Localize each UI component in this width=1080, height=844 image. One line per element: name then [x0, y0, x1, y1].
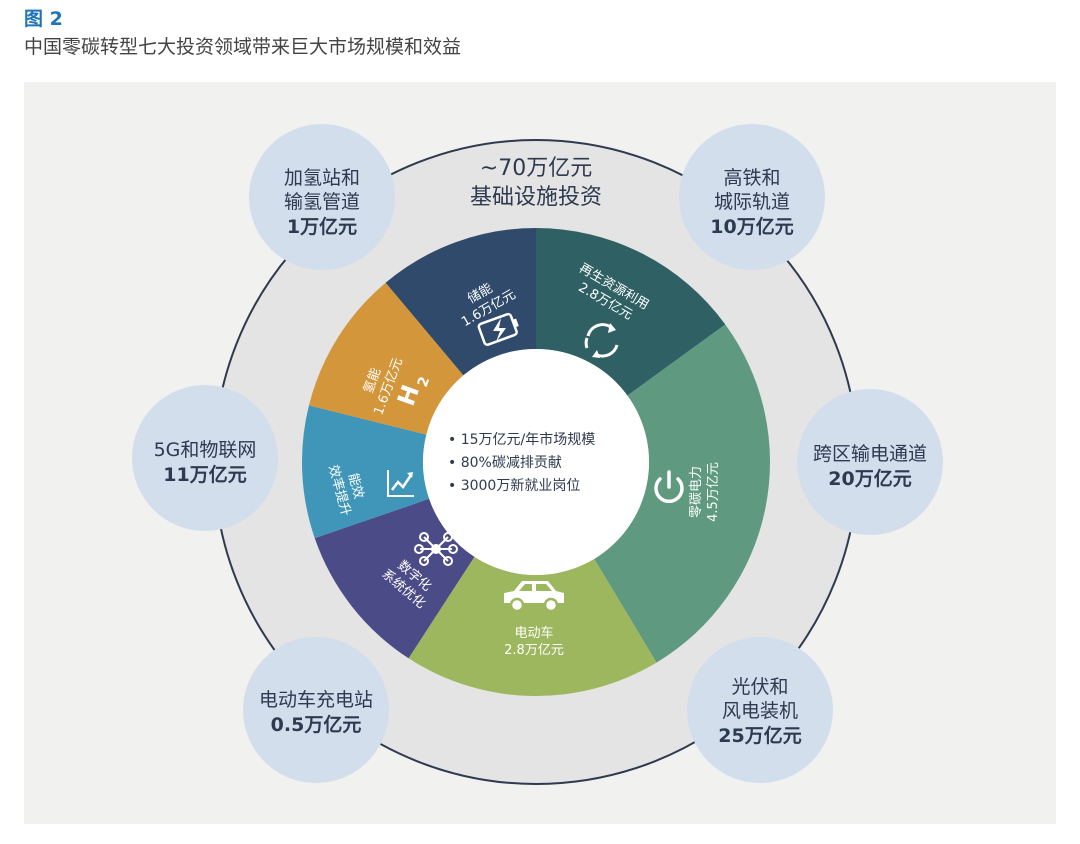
center-bullet-1: • 15万亿元/年市场规模	[448, 431, 595, 448]
investment-diagram: ~70万亿元 基础设施投资 • 15万亿元/年市场规模 • 80%碳减排贡献 •…	[132, 124, 943, 785]
segment-value: 4.5万亿元	[706, 462, 721, 522]
bubble-high-speed-rail: 高铁和 城际轨道 10万亿元	[679, 124, 825, 270]
segment-name: 能效	[345, 472, 366, 501]
bubble-value: 1万亿元	[287, 215, 357, 238]
car-icon	[504, 581, 564, 613]
figure-title: 中国零碳转型七大投资领域带来巨大市场规模和效益	[24, 36, 462, 58]
ring-title-line2: 基础设施投资	[470, 185, 602, 210]
bubble-line-1: 5G和物联网	[154, 439, 257, 461]
network-icon	[414, 532, 458, 566]
bubble-line-2: 城际轨道	[714, 191, 790, 213]
bubble-value: 10万亿元	[710, 215, 793, 238]
bubble-value: 20万亿元	[828, 467, 911, 490]
donut-segment-4	[408, 556, 657, 697]
bubble-hydrogen-stations: 加氢站和 输氢管道 1万亿元	[249, 124, 395, 270]
bubble-transmission: 跨区输电通道 20万亿元	[797, 389, 943, 535]
bubble-line-1: 电动车充电站	[259, 689, 373, 711]
donut-segment-2	[536, 228, 726, 396]
segment-ev-value: 2.8万亿元	[504, 643, 564, 658]
bubble-charging-stations: 电动车充电站 0.5万亿元	[243, 637, 389, 783]
trend-chart-icon	[387, 470, 414, 497]
battery-charge-icon	[477, 312, 519, 346]
bubble-5g-iot: 5G和物联网 11万亿元	[132, 385, 278, 531]
segment-ev-name: 电动车	[514, 625, 553, 641]
bubble-line-2: 输氢管道	[284, 191, 360, 213]
donut-segment-5	[314, 498, 475, 659]
bubble-line-2: 风电装机	[722, 700, 798, 722]
bubble-solar-wind: 光伏和 风电装机 25万亿元	[687, 637, 833, 783]
figure-label: 图 2	[24, 8, 63, 30]
ring-title-line1: ~70万亿元	[480, 156, 592, 181]
recycle-icon	[584, 323, 619, 358]
center-bullet-3: • 3000万新就业岗位	[448, 478, 580, 494]
power-icon	[654, 470, 684, 504]
bubble-value: 11万亿元	[163, 463, 246, 486]
bubble-line-1: 高铁和	[723, 167, 780, 189]
segment-power-label: 零碳电力 4.5万亿元	[689, 462, 721, 522]
donut-segment-6	[302, 405, 430, 539]
donut-segment-7	[308, 282, 464, 435]
bubble-line-1: 加氢站和	[284, 167, 360, 189]
bubble-value: 0.5万亿元	[271, 713, 362, 736]
bubble-line-1: 光伏和	[731, 676, 788, 698]
segment-name: 零碳电力	[689, 466, 704, 518]
bubble-value: 25万亿元	[718, 724, 801, 747]
center-bullet-2: • 80%碳减排贡献	[448, 455, 562, 471]
center-circle	[423, 349, 649, 575]
bubble-line-1: 跨区输电通道	[813, 443, 927, 465]
